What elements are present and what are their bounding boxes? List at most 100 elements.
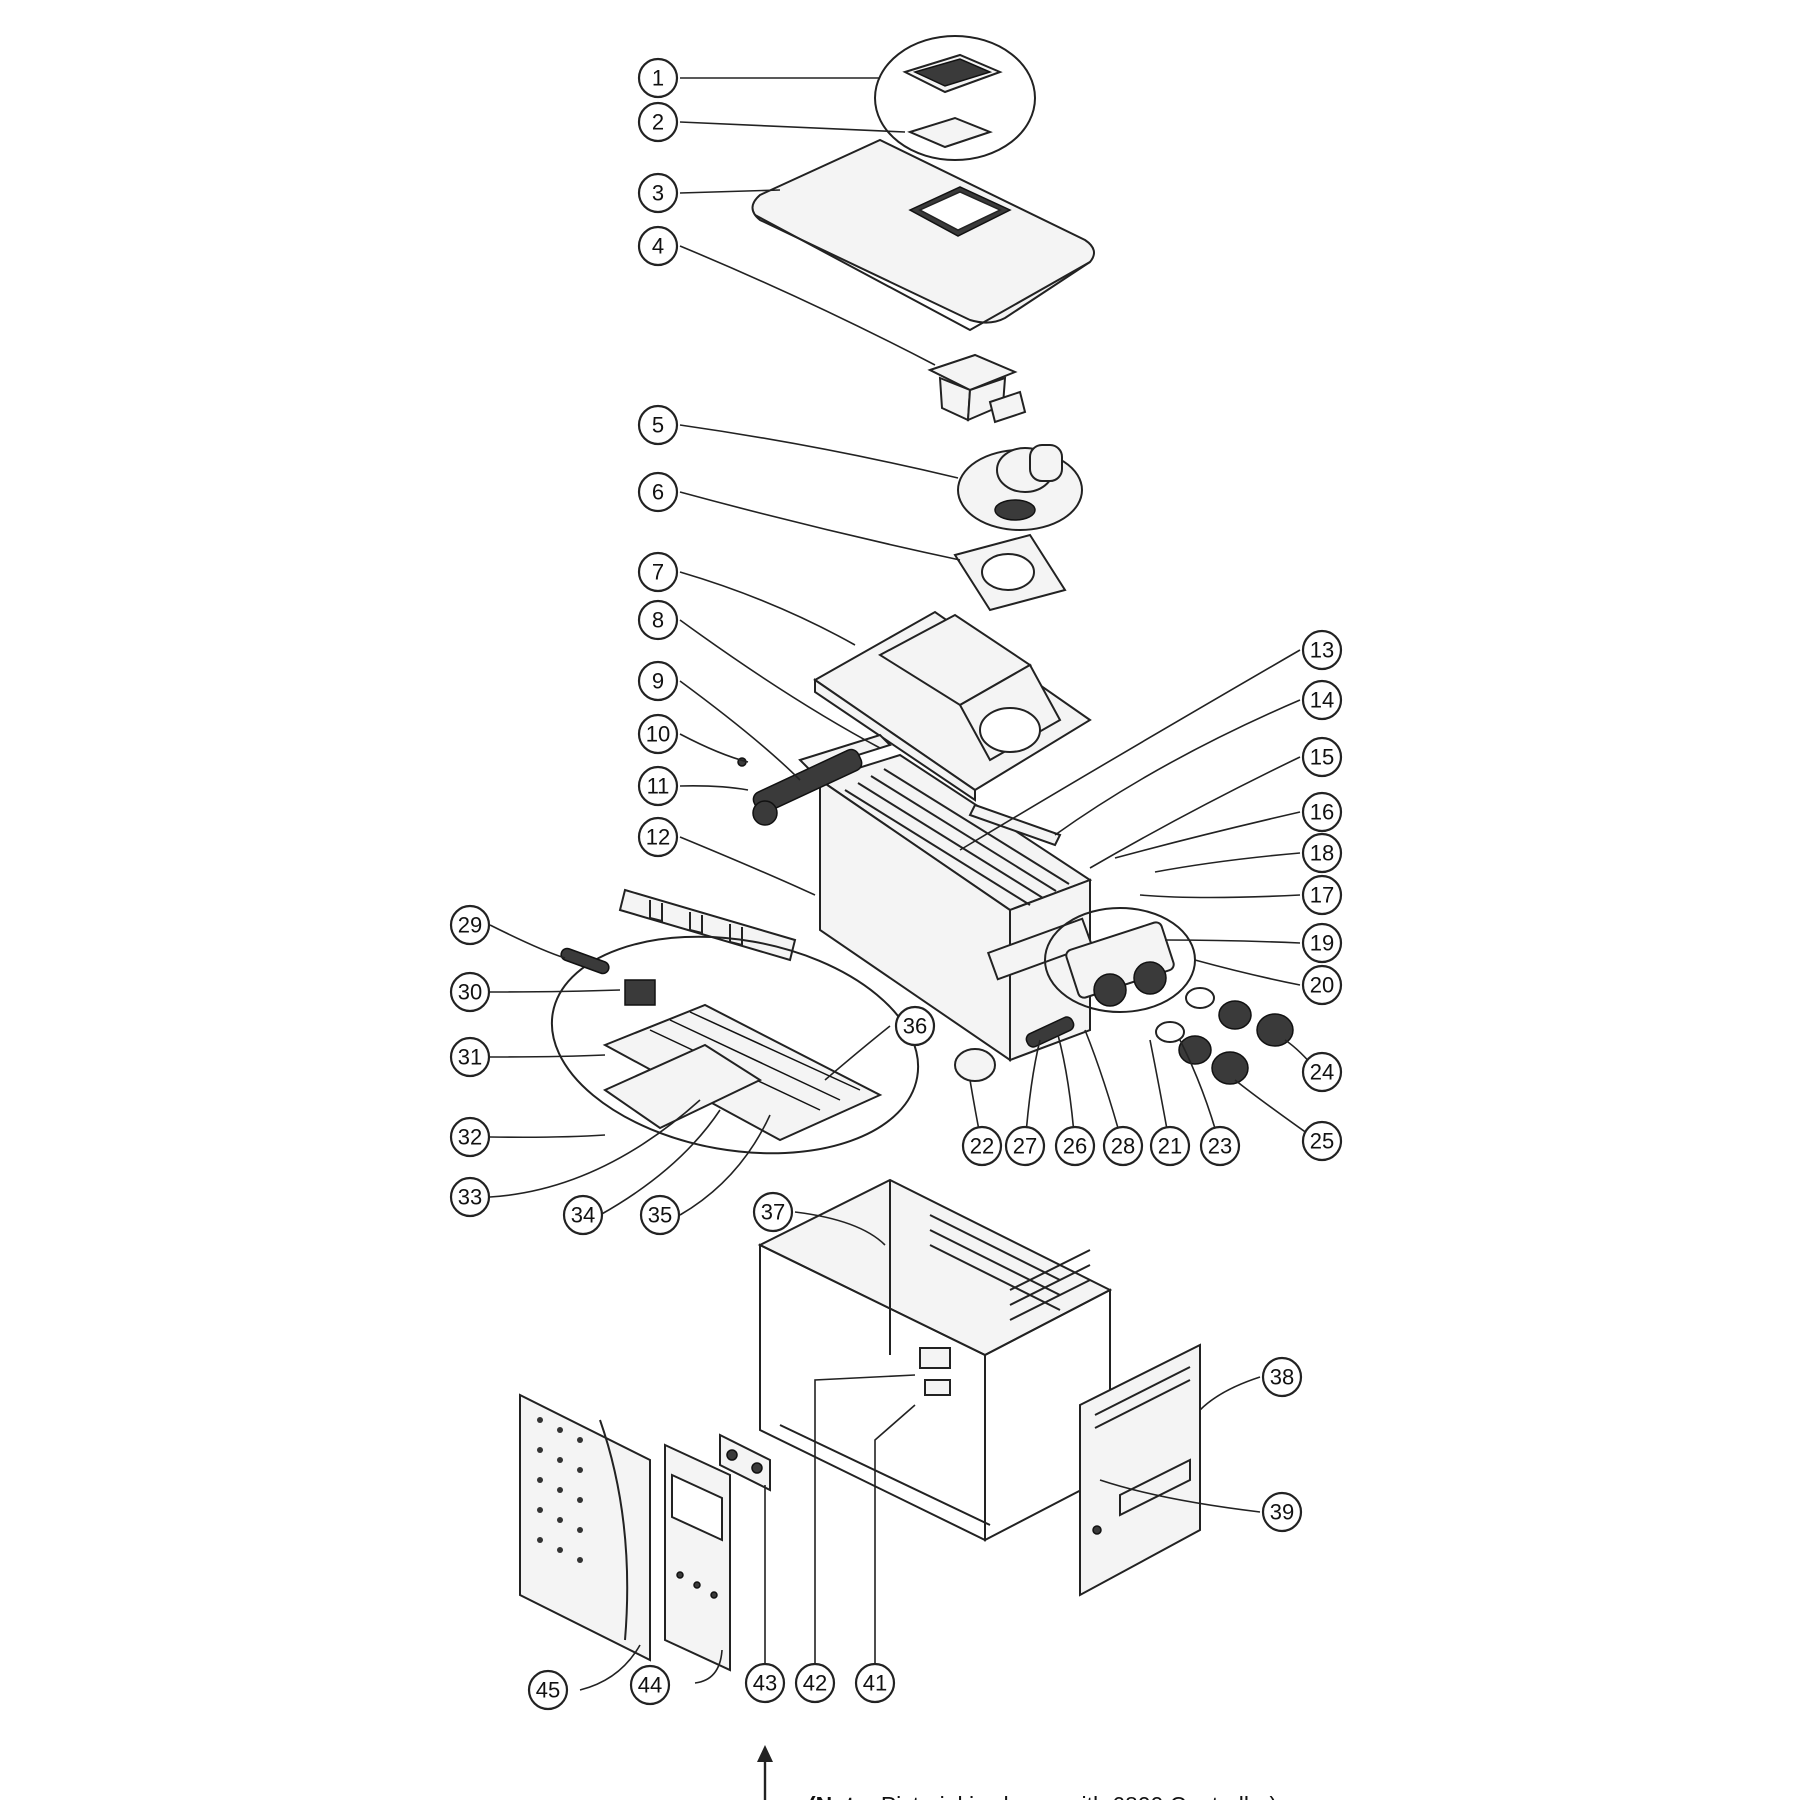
svg-text:44: 44 bbox=[638, 1673, 662, 1698]
callout-35: 35 bbox=[639, 1194, 681, 1236]
vent-adapter bbox=[927, 353, 1027, 424]
orifice-bar bbox=[618, 888, 797, 962]
cabinet-frame bbox=[757, 1178, 1113, 1542]
callout-28: 28 bbox=[1102, 1125, 1144, 1167]
callout-27: 27 bbox=[1004, 1125, 1046, 1167]
svg-text:39: 39 bbox=[1270, 1500, 1294, 1525]
callout-38: 38 bbox=[1261, 1356, 1303, 1398]
callout-5: 5 bbox=[637, 404, 679, 446]
callout-22: 22 bbox=[961, 1125, 1003, 1167]
callout-45: 45 bbox=[527, 1669, 569, 1711]
burner-detail-outline bbox=[550, 935, 920, 1155]
callout-39: 39 bbox=[1261, 1491, 1303, 1533]
callout-23: 23 bbox=[1199, 1125, 1241, 1167]
callout-14: 14 bbox=[1301, 679, 1343, 721]
svg-text:7: 7 bbox=[652, 560, 664, 585]
callout-24: 24 bbox=[1301, 1051, 1343, 1093]
blower bbox=[957, 444, 1083, 531]
callout-6: 6 bbox=[637, 471, 679, 513]
svg-text:3: 3 bbox=[652, 181, 664, 206]
callout-25: 25 bbox=[1301, 1120, 1343, 1162]
svg-text:31: 31 bbox=[458, 1045, 482, 1070]
blower-gasket bbox=[953, 533, 1067, 612]
callout-13: 13 bbox=[1301, 629, 1343, 671]
callout-3: 3 bbox=[637, 172, 679, 214]
callout-7: 7 bbox=[637, 551, 679, 593]
svg-text:12: 12 bbox=[646, 825, 670, 850]
controller-note: (Note: Pictorial is shown with 6800 Cont… bbox=[808, 1792, 1277, 1800]
callout-32: 32 bbox=[449, 1116, 491, 1158]
svg-text:5: 5 bbox=[652, 413, 664, 438]
callout-20: 20 bbox=[1301, 964, 1343, 1006]
callout-37: 37 bbox=[752, 1191, 794, 1233]
callout-1: 1 bbox=[637, 57, 679, 99]
heat-exchanger-baffle bbox=[968, 803, 1062, 847]
svg-text:23: 23 bbox=[1208, 1134, 1232, 1159]
svg-text:30: 30 bbox=[458, 980, 482, 1005]
callout-4: 4 bbox=[637, 225, 679, 267]
svg-text:35: 35 bbox=[648, 1203, 672, 1228]
svg-text:42: 42 bbox=[803, 1671, 827, 1696]
callout-12: 12 bbox=[637, 816, 679, 858]
svg-text:20: 20 bbox=[1310, 973, 1334, 998]
svg-text:22: 22 bbox=[970, 1134, 994, 1159]
callout-18: 18 bbox=[1301, 832, 1343, 874]
top-cover bbox=[751, 138, 1095, 332]
parts-illustration bbox=[519, 35, 1294, 1672]
callout-30: 30 bbox=[449, 971, 491, 1013]
callout-33: 33 bbox=[449, 1176, 491, 1218]
burner-assembly bbox=[560, 947, 883, 1142]
heat-exchanger bbox=[817, 753, 1094, 1062]
manifold bbox=[737, 748, 863, 826]
callout-42: 42 bbox=[794, 1662, 836, 1704]
svg-text:37: 37 bbox=[761, 1200, 785, 1225]
callout-19: 19 bbox=[1301, 922, 1343, 964]
callout-2: 2 bbox=[637, 101, 679, 143]
note-arrow bbox=[757, 1745, 773, 1800]
callout-17: 17 bbox=[1301, 874, 1343, 916]
svg-text:34: 34 bbox=[571, 1203, 595, 1228]
union-fittings bbox=[954, 987, 1294, 1085]
svg-text:29: 29 bbox=[458, 913, 482, 938]
svg-text:27: 27 bbox=[1013, 1134, 1037, 1159]
water-header bbox=[1044, 907, 1196, 1013]
control-bracket bbox=[719, 1433, 771, 1492]
callouts: 1 2 3 4 5 6 7 8 9 10 11 12 13 14 15 16 1… bbox=[449, 57, 1343, 1711]
svg-text:36: 36 bbox=[903, 1014, 927, 1039]
svg-text:17: 17 bbox=[1310, 883, 1334, 908]
svg-text:26: 26 bbox=[1063, 1134, 1087, 1159]
svg-text:19: 19 bbox=[1310, 931, 1334, 956]
svg-text:9: 9 bbox=[652, 669, 664, 694]
svg-text:32: 32 bbox=[458, 1125, 482, 1150]
svg-text:18: 18 bbox=[1310, 841, 1334, 866]
vent-screen bbox=[902, 53, 1003, 94]
vent-detail-outline bbox=[874, 35, 1036, 161]
callout-9: 9 bbox=[637, 660, 679, 702]
svg-text:16: 16 bbox=[1310, 800, 1334, 825]
svg-text:4: 4 bbox=[652, 234, 664, 259]
callout-31: 31 bbox=[449, 1036, 491, 1078]
callout-15: 15 bbox=[1301, 736, 1343, 778]
front-door-panel bbox=[519, 1393, 651, 1662]
svg-text:15: 15 bbox=[1310, 745, 1334, 770]
controller-bezel bbox=[664, 1443, 731, 1672]
callout-44: 44 bbox=[629, 1664, 671, 1706]
callout-8: 8 bbox=[637, 599, 679, 641]
callout-16: 16 bbox=[1301, 791, 1343, 833]
side-access-panel bbox=[1079, 1343, 1201, 1597]
svg-text:2: 2 bbox=[652, 110, 664, 135]
callout-29: 29 bbox=[449, 904, 491, 946]
vent-gasket bbox=[907, 116, 993, 149]
svg-text:6: 6 bbox=[652, 480, 664, 505]
svg-text:24: 24 bbox=[1310, 1060, 1334, 1085]
svg-text:13: 13 bbox=[1310, 638, 1334, 663]
svg-text:14: 14 bbox=[1310, 688, 1334, 713]
flue-collector bbox=[813, 610, 1092, 802]
svg-text:11: 11 bbox=[647, 774, 670, 799]
callout-34: 34 bbox=[562, 1194, 604, 1236]
svg-text:43: 43 bbox=[753, 1671, 777, 1696]
svg-text:10: 10 bbox=[646, 722, 670, 747]
svg-text:38: 38 bbox=[1270, 1365, 1294, 1390]
svg-text:45: 45 bbox=[536, 1678, 560, 1703]
